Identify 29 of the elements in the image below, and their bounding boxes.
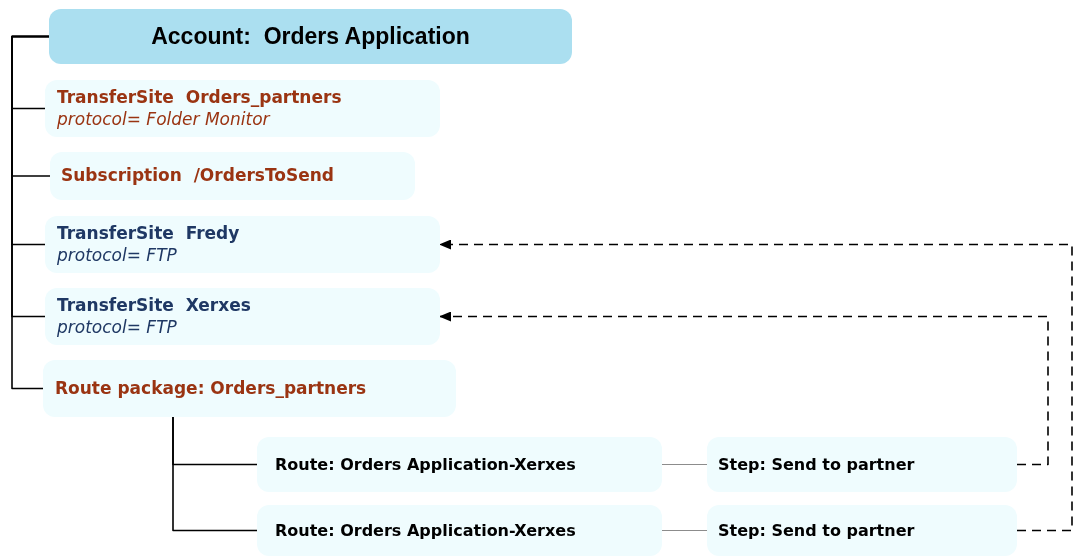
transfer-site-box [45,216,440,273]
connector-line [11,35,50,390]
node-title: Route: Orders Application-Xerxes [275,520,577,541]
node-title: TransferSite Xerxes [57,295,252,317]
dashed-arrow [439,239,1073,532]
node-title: Route: Orders Application-Xerxes [275,454,577,475]
node-title: TransferSite Orders_partners [57,87,343,109]
node-title: Account: Orders Application [151,22,470,51]
connector-line [172,416,258,532]
node-title: TransferSite Fredy [57,223,241,245]
transfer-site-box [45,80,440,137]
connector-line [661,530,708,531]
route-box [257,437,662,492]
subscription-box [50,152,415,200]
node-title: Route package: Orders_partners [55,377,368,400]
dashed-arrow [439,311,1049,466]
route-package-box [43,360,456,417]
node-title: Step: Send to partner [718,454,916,475]
node-subtitle: protocol= Folder Monitor [57,108,272,130]
node-title: Subscription /OrdersToSend [61,165,335,187]
node-subtitle: protocol= FTP [57,244,178,266]
node-title: Step: Send to partner [718,520,916,541]
step-box [707,505,1017,556]
step-box [707,437,1017,492]
transfer-site-box [45,288,440,345]
connector-line [661,464,708,465]
node-subtitle: protocol= FTP [57,316,178,338]
account-box [49,9,572,64]
route-box [257,505,662,556]
